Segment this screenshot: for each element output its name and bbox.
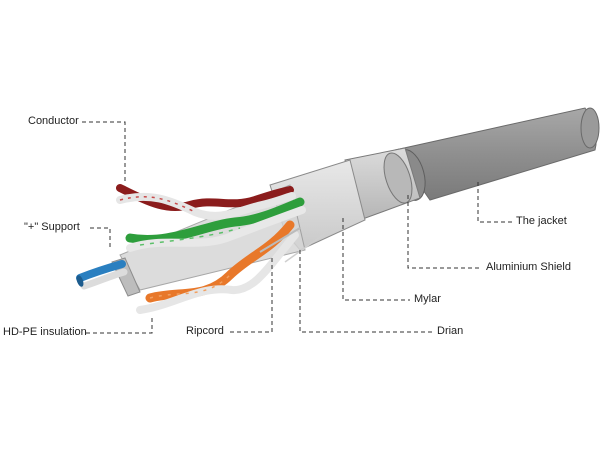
label-ripcord: Ripcord	[186, 325, 224, 337]
orange-twisted-pair	[136, 220, 299, 314]
leader-drain	[299, 250, 432, 333]
label-jacket: The jacket	[516, 215, 567, 227]
leader-conductor	[82, 121, 126, 182]
leader-ripcord	[230, 255, 273, 333]
label-conductor: Conductor	[28, 115, 79, 127]
label-drain: Drian	[437, 325, 464, 337]
leader-mylar	[342, 218, 410, 301]
leader-support	[90, 227, 111, 248]
label-mylar: Mylar	[414, 293, 441, 305]
leader-shield	[407, 195, 480, 269]
outer-jacket	[394, 107, 600, 201]
label-hdpe-insulation: HD-PE insulation	[3, 326, 87, 338]
label-aluminium-shield: Aluminium Shield	[486, 261, 571, 273]
leader-hdpe	[86, 315, 153, 334]
leader-lines	[82, 121, 512, 334]
green-twisted-pair	[125, 197, 306, 252]
blue-twisted-pair	[76, 260, 128, 290]
leader-jacket	[477, 182, 512, 223]
red-twisted-pair	[116, 184, 296, 220]
ripcord-and-drain-wires	[259, 227, 331, 263]
label-support: "+" Support	[24, 221, 80, 233]
